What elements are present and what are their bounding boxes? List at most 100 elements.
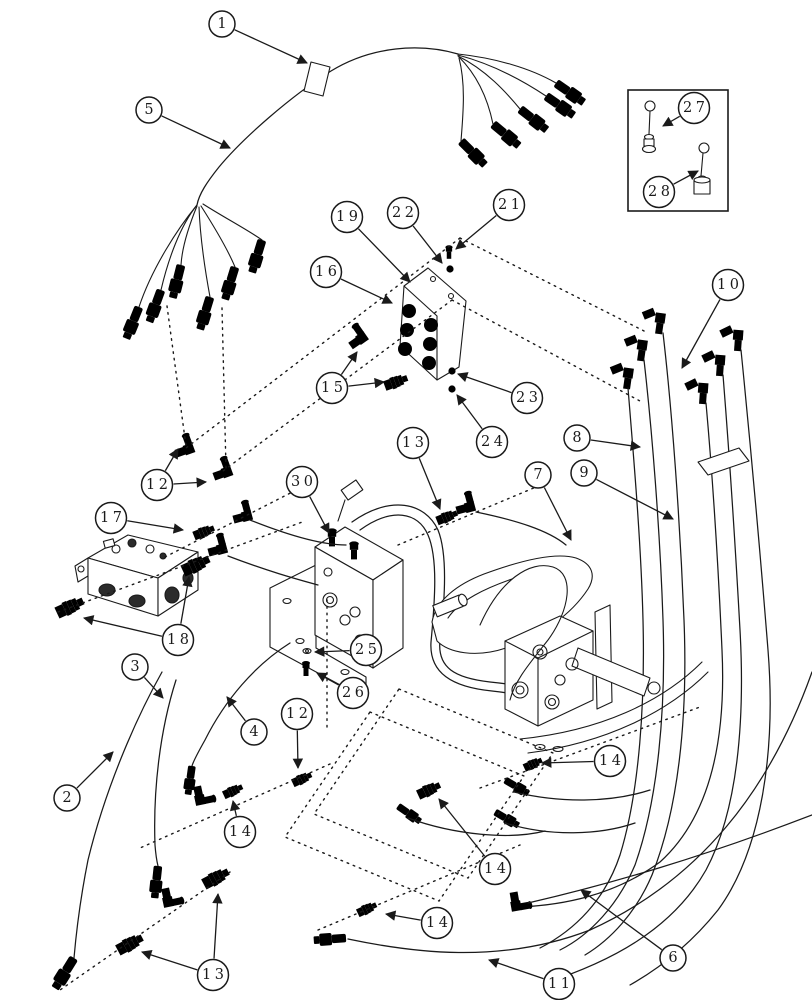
- callout-18[interactable]: 18: [82, 575, 195, 657]
- callout-9[interactable]: 9: [570, 459, 674, 520]
- callout-14[interactable]: 14: [540, 744, 627, 778]
- callout-balloon[interactable]: [53, 784, 81, 812]
- callout-2[interactable]: 2: [53, 751, 114, 812]
- callout-balloon[interactable]: [285, 465, 319, 499]
- callout-7[interactable]: 7: [524, 461, 572, 541]
- callout-balloon[interactable]: [196, 958, 230, 992]
- callout-balloon[interactable]: [677, 91, 711, 125]
- callout-23[interactable]: 23: [457, 372, 544, 415]
- callout-balloon[interactable]: [330, 200, 364, 234]
- callout-30[interactable]: 30: [285, 465, 330, 534]
- callout-number: 14: [229, 824, 254, 840]
- callout-leader-arrow: [348, 377, 386, 389]
- callout-balloon[interactable]: [396, 426, 430, 460]
- callout-leader-arrow: [234, 29, 308, 64]
- callout-balloon[interactable]: [642, 175, 676, 209]
- callout-number: 27: [683, 100, 708, 116]
- callout-leader-arrow: [590, 439, 642, 451]
- callout-number: 4: [249, 724, 258, 740]
- callout-leader-arrow: [76, 751, 114, 789]
- callout-leader-arrow: [212, 892, 223, 959]
- callout-leader-arrow: [455, 215, 497, 250]
- callout-28[interactable]: 28: [642, 170, 699, 209]
- callout-number: 14: [426, 915, 451, 931]
- callout-leader-arrow: [418, 458, 442, 510]
- construction-line: [59, 871, 231, 991]
- callout-16[interactable]: 16: [309, 255, 393, 304]
- callout-25[interactable]: 25: [313, 633, 383, 667]
- fitting-13c: [200, 865, 232, 891]
- callout-leader-arrow: [164, 448, 179, 472]
- callout-21[interactable]: 21: [455, 188, 526, 250]
- callout-balloon[interactable]: [475, 425, 509, 459]
- callout-17[interactable]: 17: [94, 501, 185, 535]
- callout-leader-arrow: [226, 696, 246, 722]
- bundle-clamp-marker: [697, 447, 750, 476]
- callout-balloon[interactable]: [659, 944, 687, 972]
- callout-balloon[interactable]: [280, 697, 314, 731]
- callout-balloon[interactable]: [570, 459, 598, 487]
- callout-number: 12: [146, 477, 171, 493]
- callout-1[interactable]: 1: [208, 10, 308, 64]
- construction-line: [139, 763, 331, 849]
- callout-14[interactable]: 14: [438, 798, 512, 886]
- callout-balloon[interactable]: [510, 381, 544, 415]
- callout-number: 12: [286, 706, 311, 722]
- callout-balloon[interactable]: [492, 188, 526, 222]
- callout-15[interactable]: 15: [315, 351, 386, 405]
- callout-14[interactable]: 14: [384, 906, 454, 940]
- callout-balloon[interactable]: [315, 371, 349, 405]
- callout-number: 28: [648, 184, 673, 200]
- callout-number: 9: [579, 465, 588, 481]
- callout-balloon[interactable]: [563, 424, 591, 452]
- callout-number: 1: [217, 16, 226, 32]
- callout-balloon[interactable]: [223, 815, 257, 849]
- callout-3[interactable]: 3: [121, 653, 164, 699]
- callout-4[interactable]: 4: [226, 696, 268, 746]
- callout-balloon[interactable]: [135, 96, 163, 124]
- callout-number: 26: [342, 685, 367, 701]
- callout-24[interactable]: 24: [456, 394, 509, 459]
- callout-number: 25: [355, 642, 380, 658]
- callout-number: 10: [717, 277, 742, 293]
- callout-balloon[interactable]: [240, 718, 268, 746]
- callout-balloon[interactable]: [524, 461, 552, 489]
- callout-balloon[interactable]: [94, 501, 128, 535]
- callout-balloon[interactable]: [208, 10, 236, 38]
- callout-12[interactable]: 12: [280, 697, 314, 770]
- callout-balloon[interactable]: [140, 468, 174, 502]
- callout-balloon[interactable]: [161, 623, 195, 657]
- callout-13[interactable]: 13: [396, 426, 442, 510]
- callout-leader-arrow: [229, 799, 241, 817]
- callout-14[interactable]: 14: [223, 799, 257, 849]
- callout-balloon[interactable]: [336, 676, 370, 710]
- callout-5[interactable]: 5: [135, 96, 231, 149]
- fitting-14c: [522, 755, 544, 773]
- harness-clamp-marker: [303, 61, 331, 97]
- callout-balloon[interactable]: [420, 906, 454, 940]
- callout-balloon[interactable]: [349, 633, 383, 667]
- callout-balloon[interactable]: [309, 255, 343, 289]
- callout-balloon[interactable]: [121, 653, 149, 681]
- callout-number: 8: [572, 430, 581, 446]
- callout-leader-arrow: [457, 372, 512, 394]
- callout-27[interactable]: 27: [662, 91, 711, 127]
- callout-leader-arrow: [161, 115, 231, 149]
- callout-13[interactable]: 13: [141, 892, 230, 992]
- callout-19[interactable]: 19: [330, 200, 411, 283]
- callout-26[interactable]: 26: [316, 672, 370, 710]
- callout-balloon[interactable]: [593, 744, 627, 778]
- callout-balloon[interactable]: [386, 196, 420, 230]
- callout-8[interactable]: 8: [563, 424, 642, 452]
- callout-6[interactable]: 6: [580, 889, 687, 972]
- callout-balloon[interactable]: [478, 852, 512, 886]
- callout-balloon[interactable]: [711, 268, 745, 302]
- callout-10[interactable]: 10: [681, 268, 745, 369]
- callout-11[interactable]: 11: [488, 958, 576, 1000]
- callout-leader-arrow: [143, 676, 164, 699]
- callout-12[interactable]: 12: [140, 448, 208, 502]
- callout-22[interactable]: 22: [386, 196, 443, 264]
- callout-number: 30: [291, 474, 316, 490]
- construction-line: [479, 706, 701, 789]
- callout-leader-arrow: [127, 520, 185, 534]
